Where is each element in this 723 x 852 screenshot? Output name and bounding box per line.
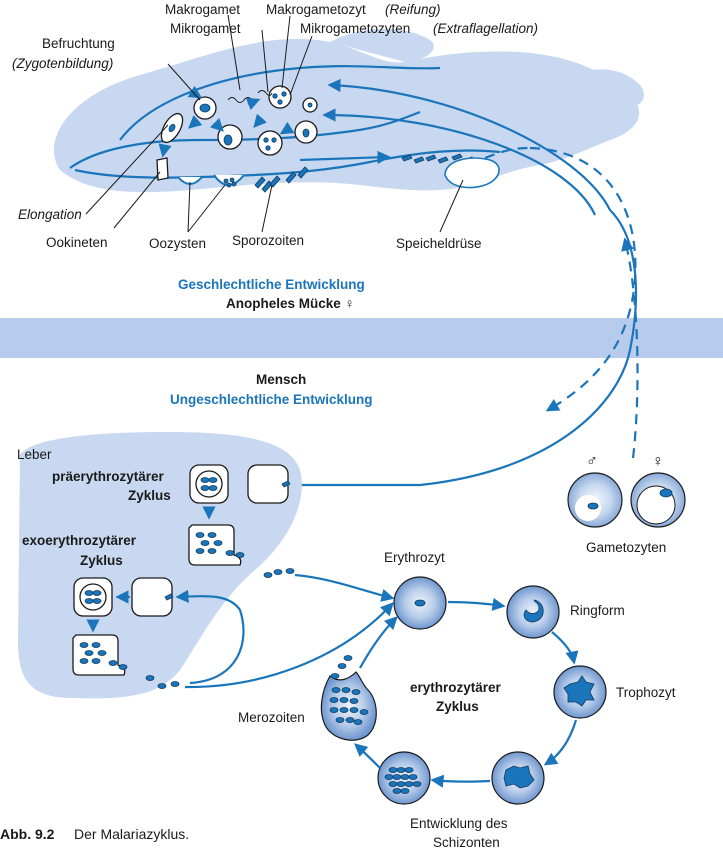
- mosquito-body: [53, 28, 644, 193]
- to-liver-path: [282, 209, 638, 492]
- caption-text: Der Malariazyklus.: [74, 826, 189, 842]
- ookinete-cell: [156, 157, 169, 181]
- microgamete-flagellum: [227, 97, 253, 103]
- label-befruchtung: Befruchtung: [42, 36, 115, 51]
- label-female: ♀: [652, 453, 664, 470]
- label-zygotenbildung: (Zygotenbildung): [12, 56, 113, 71]
- label-elongation: Elongation: [18, 207, 82, 222]
- label-geschlechtliche: Geschlechtliche Entwicklung: [178, 277, 365, 292]
- sporozoites-group: [254, 166, 309, 193]
- label-mikrogametozyten: Mikrogametozyten: [300, 21, 410, 36]
- label-exoery-2: Zyklus: [80, 553, 123, 568]
- label-makrogametozyt: Makrogametozyt: [266, 2, 366, 17]
- label-merozoiten: Merozoiten: [238, 710, 305, 725]
- mosquito-arrows: [158, 78, 611, 216]
- label-anopheles: Anopheles Mücke ♀: [226, 296, 355, 311]
- label-exoery-1: exoerythrozytärer: [22, 533, 137, 548]
- zygote-nucleus: [199, 103, 211, 113]
- label-praeery-1: präerythrozytärer: [52, 469, 165, 484]
- label-mensch: Mensch: [256, 372, 306, 387]
- label-ery-zyklus-2: Zyklus: [436, 699, 479, 714]
- sporozoite-injection-path: [529, 146, 637, 412]
- label-erythrozyt: Erythrozyt: [384, 550, 445, 565]
- labels: Makrogamet Mikrogamet Makrogametozyt (Re…: [0, 2, 676, 850]
- ringform-cell: [506, 585, 560, 639]
- label-extraflagellation: (Extraflagellation): [433, 21, 538, 36]
- microgametocyte-cell: [257, 130, 283, 156]
- label-gametozyten: Gametozyten: [586, 540, 666, 555]
- label-ookineten: Ookineten: [46, 235, 108, 250]
- liver-merozoites-1: [195, 532, 295, 578]
- released-merozoites: [329, 655, 369, 725]
- label-ringform: Ringform: [570, 603, 625, 618]
- label-mikrogamet: Mikrogamet: [170, 21, 241, 36]
- label-trophozyt: Trophozyt: [616, 685, 676, 700]
- label-makrogamet: Makrogamet: [165, 2, 240, 17]
- label-ery-zyklus-1: erythrozytärer: [410, 680, 502, 695]
- liver-merozoites-2: [79, 642, 180, 689]
- label-praeery-2: Zyklus: [128, 488, 171, 503]
- schizont-merozoites: [384, 767, 422, 794]
- label-reifung: (Reifung): [385, 2, 441, 17]
- label-ungeschlechtliche: Ungeschlechtliche Entwicklung: [170, 392, 373, 407]
- label-male: ♂: [586, 453, 598, 470]
- macrogametocyte-cell: [268, 85, 292, 109]
- label-oozysten: Oozysten: [149, 236, 206, 251]
- host-divider-band: [0, 318, 723, 358]
- caption-number: Abb. 9.2: [0, 826, 55, 842]
- gametocyte-uptake-path: [621, 237, 639, 459]
- label-schizonten-2: Schizonten: [433, 835, 500, 850]
- erythrocytic-cycle: [320, 576, 607, 805]
- label-schizonten-1: Entwicklung des: [410, 816, 508, 831]
- leader-lines-top: [85, 14, 464, 233]
- label-speicheldruese: Speicheldrüse: [396, 236, 482, 251]
- ruptured-erythrocyte: [320, 671, 377, 741]
- label-leber: Leber: [17, 447, 52, 462]
- label-sporozoiten: Sporozoiten: [232, 233, 304, 248]
